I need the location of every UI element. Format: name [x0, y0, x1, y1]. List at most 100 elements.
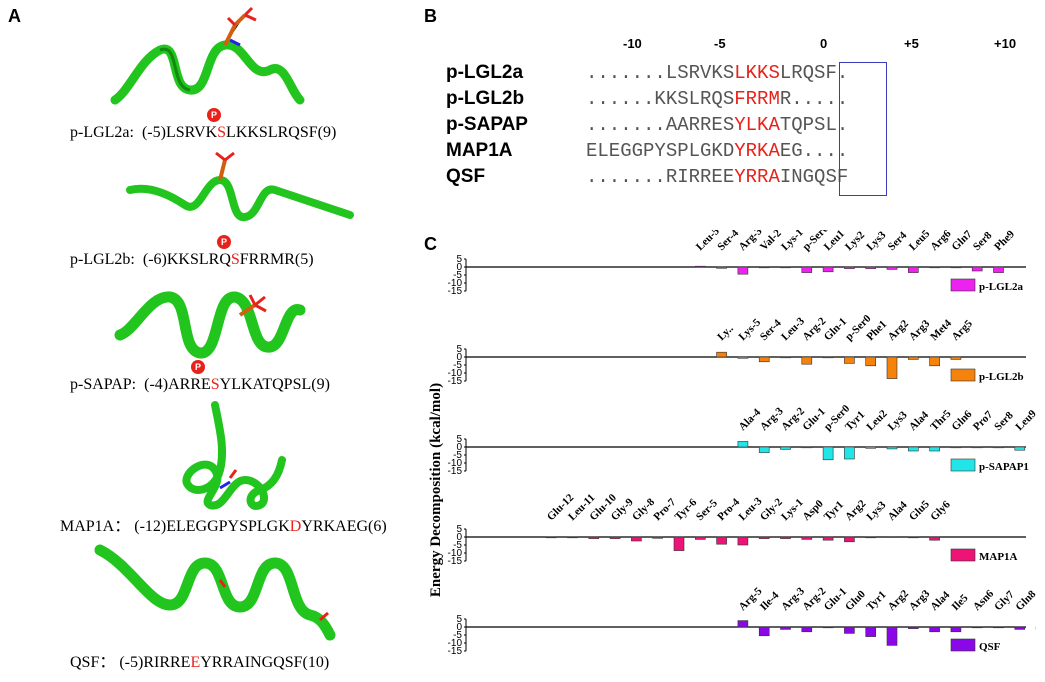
category-label: Arg3: [907, 587, 933, 613]
y-tick-label: 5: [456, 614, 462, 625]
helix-cartoon-icon: [110, 6, 305, 105]
subplot-MAP1A: 50-5-10-15Glu-12Leu-11Glu-10Gly-9Gly-8Pr…: [448, 491, 1026, 567]
bar: [822, 356, 834, 359]
subplot-QSF: 50-5-10-15Arg-5Ile-4Arg-3Arg-2Glu-1Glu0T…: [448, 585, 1036, 657]
category-label: Asp0: [800, 497, 826, 523]
ruler-tick: -5: [714, 36, 726, 51]
y-tick-label: -10: [448, 278, 463, 289]
panel-letter-a: A: [8, 6, 21, 26]
bar: [929, 536, 940, 541]
bar: [907, 536, 919, 539]
ruler-tick: 0: [820, 36, 828, 51]
bar: [993, 446, 1004, 449]
structure-map1a: MAP1A： (-12)ELEGGPYSPLGKDYRKAEG(6): [20, 400, 400, 535]
y-tick-label: -15: [448, 376, 463, 387]
category-label: Ser4: [886, 230, 910, 253]
bar: [758, 446, 770, 453]
bar: [865, 356, 877, 367]
peptide-label: p-SAPAP: (-4)ARRESYLKATQPSL(9): [70, 376, 330, 393]
bar: [758, 626, 770, 637]
bar: [588, 536, 600, 539]
category-label: Arg-2: [800, 585, 828, 613]
category-label: Gln6: [950, 408, 975, 433]
bar: [822, 266, 834, 273]
alignment-name: p-SAPAP: [446, 114, 528, 135]
category-label: Ser-4: [758, 317, 784, 343]
alignment-sequence: .......LSRVKSLKKSLRQSF.: [586, 62, 849, 84]
category-label: Arg6: [928, 230, 954, 253]
category-label: Lys3: [886, 409, 910, 433]
bar: [844, 536, 855, 543]
category-label: Ile5: [950, 592, 971, 613]
category-label: Tyr-6: [673, 496, 700, 523]
bar: [844, 356, 855, 364]
y-tick-label: -5: [453, 450, 462, 461]
bar: [780, 356, 791, 359]
category-label: Arg2: [886, 587, 912, 613]
category-label: Leu-3: [779, 315, 807, 343]
category-label: Ala4: [886, 499, 910, 523]
alignment-name: p-LGL2b: [446, 88, 525, 109]
legend-swatch: [950, 638, 976, 652]
phospho-badge-icon: P: [217, 235, 231, 249]
category-label: Ly..: [715, 322, 736, 343]
legend-label: QSF: [979, 641, 1001, 653]
category-label: Arg-2: [800, 315, 828, 343]
category-label: Ser-5: [694, 497, 720, 523]
alignment-sequence: .......AARRESYLKATQPSL.: [586, 114, 849, 136]
alignment-sequence: .......RIRREEYRRAINGQSF: [586, 166, 849, 188]
category-label: Ala4: [928, 589, 952, 613]
category-label: Gly7: [992, 588, 1017, 613]
category-label: Gln-1: [822, 316, 850, 344]
legend-label: p-SAPAP1: [979, 461, 1029, 473]
category-label: Glu-1: [822, 586, 850, 614]
category-label: Leu5: [907, 230, 933, 253]
bar: [950, 446, 962, 449]
category-label: Ser8: [992, 409, 1016, 433]
bar: [737, 441, 749, 448]
bar: [716, 536, 727, 545]
legend-swatch: [950, 548, 976, 562]
y-tick-label: 5: [456, 254, 462, 265]
y-tick-label: -15: [448, 556, 463, 567]
bar: [716, 266, 727, 269]
category-label: Gln8: [1013, 588, 1036, 613]
phospho-badge-icon: P: [207, 108, 221, 122]
category-label: Phe9: [992, 230, 1017, 253]
bar: [801, 626, 813, 633]
category-label: Arg-3: [758, 405, 786, 433]
y-tick-label: 5: [456, 434, 462, 445]
helix-cartoon-icon: [94, 544, 336, 641]
panel-letter-c: C: [424, 234, 437, 254]
peptide-label: QSF： (-5)RIRREEYRRAINGQSF(10): [70, 654, 330, 671]
bar: [694, 265, 706, 268]
category-label: Arg-3: [779, 585, 807, 613]
energy-decomposition-chart: 50-5-10-15Leu-5Ser-4Arg-3Val-2Lys-1p-Ser…: [448, 230, 1036, 657]
category-label: Lys3: [864, 499, 888, 523]
bar: [844, 626, 855, 634]
y-tick-label: -15: [448, 286, 463, 297]
panel-letter-b: B: [424, 6, 437, 26]
motif-highlight-box: [839, 62, 887, 196]
legend-swatch: [950, 368, 976, 382]
helix-cartoon-icon: [182, 401, 286, 510]
bar: [1014, 446, 1026, 451]
y-tick-label: 0: [456, 442, 462, 453]
peptide-label: MAP1A： (-12)ELEGGPYSPLGKDYRKAEG(6): [60, 518, 387, 535]
legend-label: p-LGL2a: [979, 281, 1024, 293]
alignment-name: QSF: [446, 166, 486, 187]
bar: [865, 626, 877, 637]
bar: [545, 536, 557, 539]
category-label: Gly-2: [758, 496, 785, 523]
alignment-sequence: ELEGGPYSPLGKDYRKAEG....: [586, 140, 849, 162]
bar: [886, 626, 898, 646]
category-label: Pro7: [971, 408, 996, 433]
bar: [758, 266, 770, 269]
ruler-tick: +10: [994, 36, 1017, 51]
bar: [780, 626, 791, 630]
y-tick-label: -5: [453, 540, 462, 551]
y-tick-label: -5: [453, 270, 462, 281]
ruler-tick: -10: [623, 36, 642, 51]
bar: [822, 536, 834, 541]
phospho-badge-icon: P: [191, 360, 205, 374]
